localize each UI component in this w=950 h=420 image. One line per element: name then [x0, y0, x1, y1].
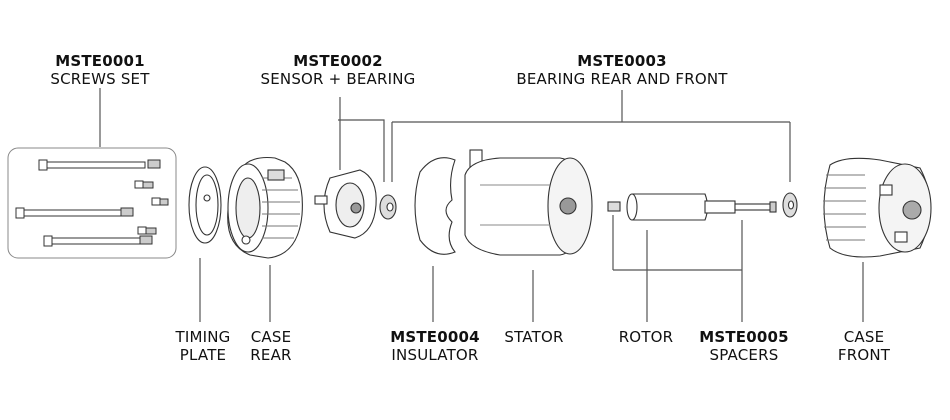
label-spacers: MSTE0005 SPACERS	[692, 328, 796, 364]
small-screw	[142, 181, 154, 189]
long-screw	[21, 209, 128, 217]
part-code: MSTE0002	[293, 52, 383, 70]
label-stator: STATOR	[495, 328, 573, 346]
sensor-bearing	[314, 169, 377, 239]
screw-head	[38, 159, 48, 171]
part-name: TIMING	[175, 328, 231, 346]
small-screw	[137, 226, 147, 235]
case-front	[823, 157, 932, 258]
small-screw	[145, 227, 157, 235]
label-rotor: ROTOR	[610, 328, 682, 346]
part-name: FRONT	[837, 346, 891, 364]
screw-head	[15, 207, 25, 219]
short-screw	[120, 207, 134, 217]
screws-box	[7, 147, 177, 259]
label-case-front: CASE FRONT	[826, 328, 902, 364]
long-screw	[44, 161, 146, 169]
case-rear	[227, 156, 303, 259]
part-name: SPACERS	[709, 346, 779, 364]
part-name: PLATE	[179, 346, 227, 364]
rear-bearing	[379, 194, 397, 220]
part-name: SENSOR + BEARING	[260, 70, 416, 88]
label-bearing-rear-front: MSTE0003 BEARING REAR AND FRONT	[508, 52, 736, 88]
small-screw	[151, 197, 161, 206]
label-insulator: MSTE0004 INSULATOR	[383, 328, 487, 364]
label-sensor-bearing: MSTE0002 SENSOR + BEARING	[250, 52, 426, 88]
screw-head	[43, 235, 53, 247]
label-case-rear: CASE REAR	[238, 328, 304, 364]
part-code: MSTE0003	[577, 52, 667, 70]
part-code: MSTE0004	[390, 328, 480, 346]
rotor	[607, 193, 777, 221]
part-name: ROTOR	[618, 328, 674, 346]
part-name: REAR	[250, 346, 292, 364]
part-code: MSTE0001	[55, 52, 145, 70]
front-bearing	[782, 192, 798, 218]
label-screws-set: MSTE0001 SCREWS SET	[40, 52, 160, 88]
part-code: MSTE0005	[699, 328, 789, 346]
insulator	[414, 157, 456, 255]
timing-plate	[188, 166, 222, 244]
part-name: STATOR	[504, 328, 564, 346]
part-name: CASE	[250, 328, 292, 346]
part-name: BEARING REAR AND FRONT	[516, 70, 728, 88]
short-screw	[147, 159, 161, 169]
leader-bearing	[391, 90, 791, 182]
leader-lines	[99, 88, 864, 322]
part-name: CASE	[843, 328, 885, 346]
part-name: INSULATOR	[391, 346, 479, 364]
stator	[464, 149, 593, 256]
short-screw	[139, 235, 153, 245]
leader-rotor-spacers	[612, 215, 743, 322]
small-screw	[134, 180, 144, 189]
leader-sensor	[338, 97, 385, 182]
label-timing-plate: TIMING PLATE	[163, 328, 243, 364]
small-screw	[159, 198, 169, 206]
part-name: SCREWS SET	[50, 70, 150, 88]
screws-set	[7, 147, 177, 259]
long-screw	[49, 237, 146, 245]
